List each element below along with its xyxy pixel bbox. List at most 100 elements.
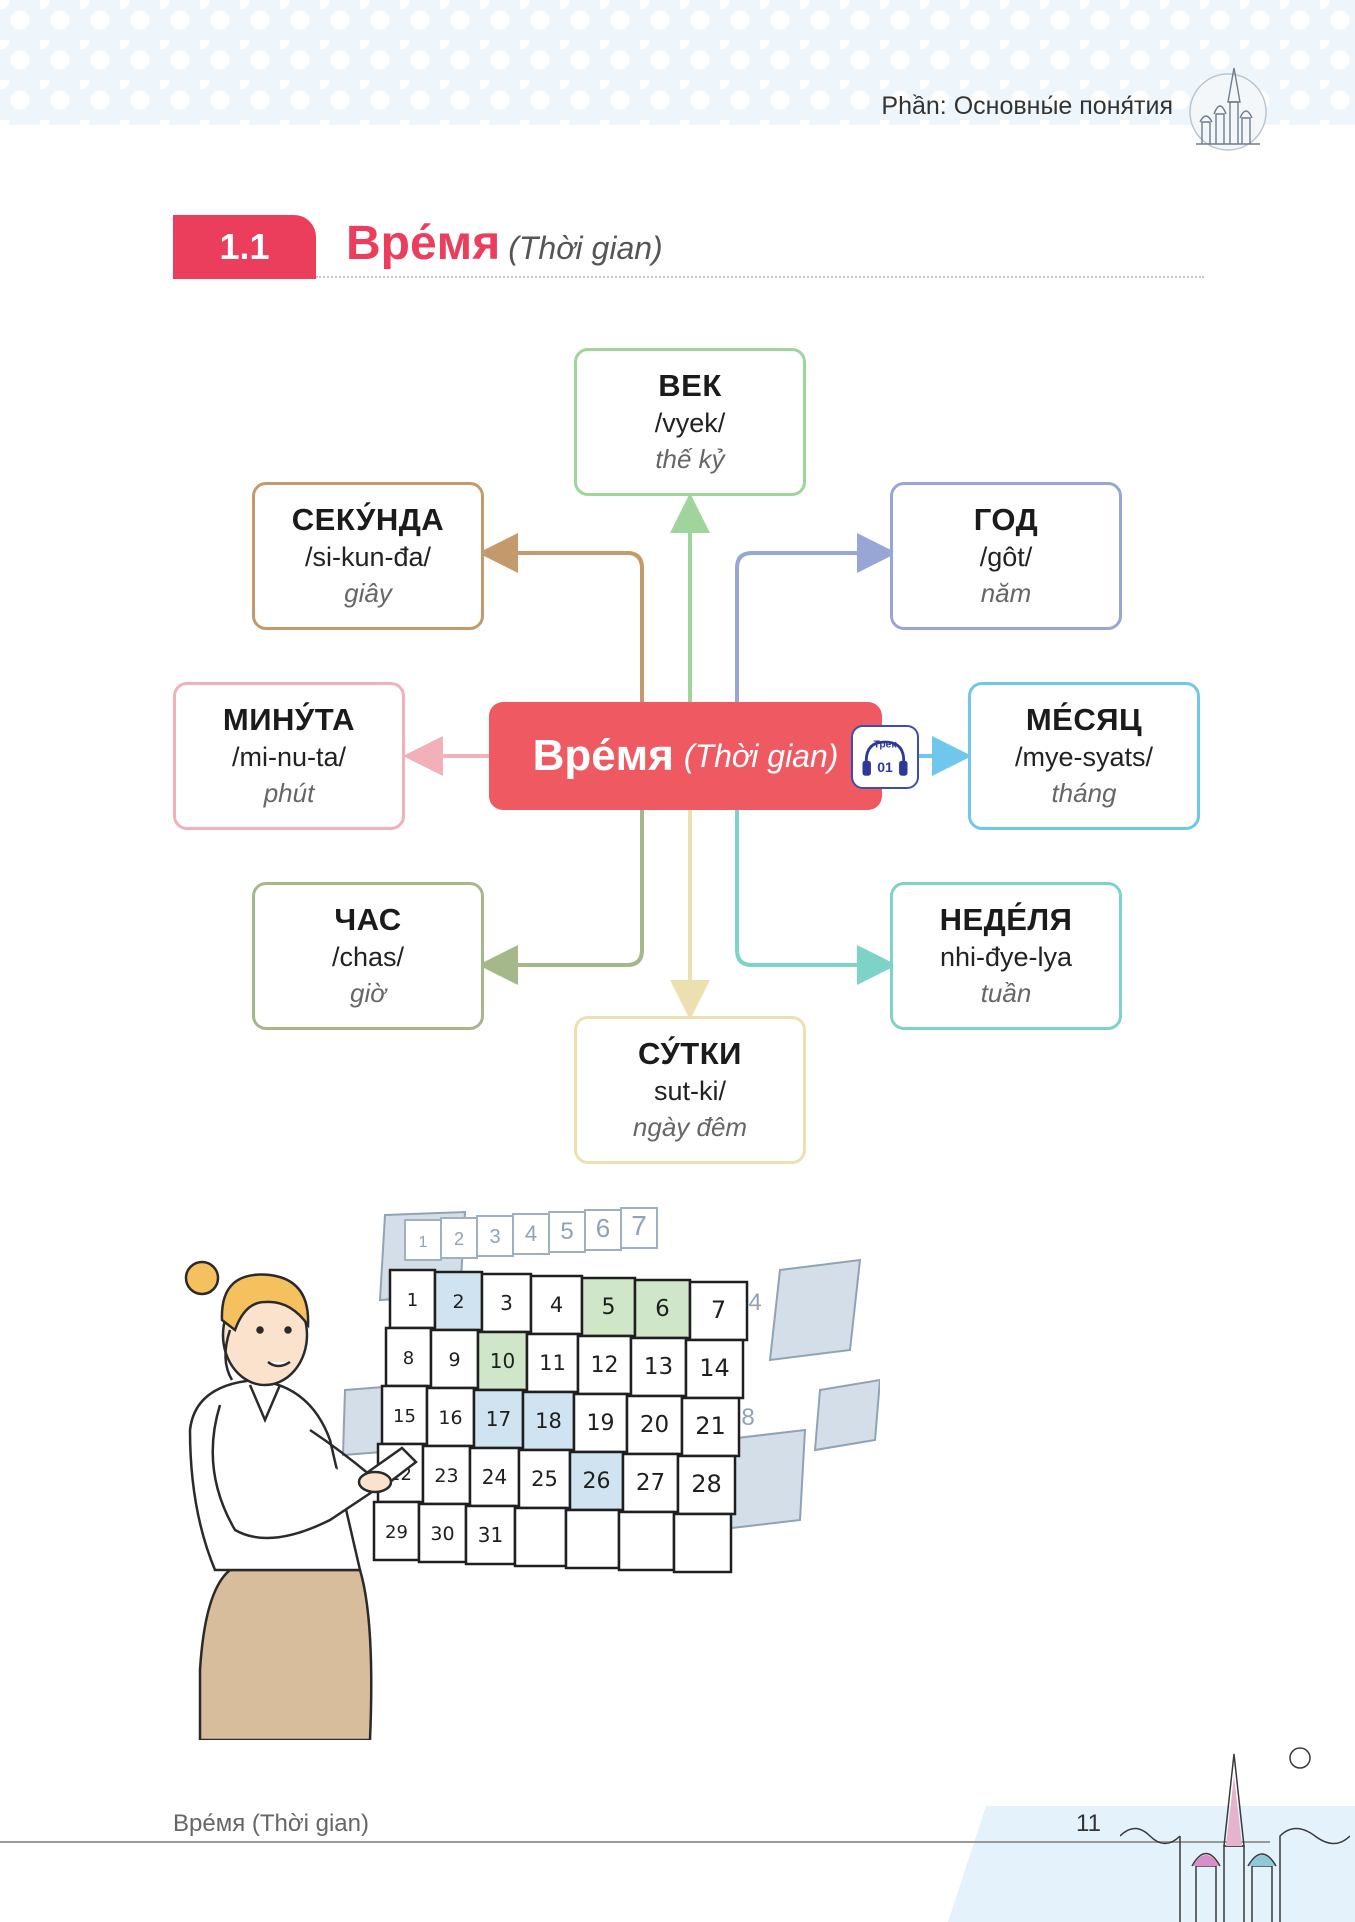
word-russian: МИНУ́ТА — [222, 702, 356, 737]
calendar-cell — [580, 1276, 637, 1338]
calendar-date: 3 — [500, 1291, 513, 1315]
back-calendar-date: 7 — [631, 1210, 647, 1241]
calendar-date: 4 — [550, 1293, 563, 1317]
word-russian: СУ́ТКИ — [638, 1036, 742, 1071]
calendar-cell — [417, 1502, 468, 1564]
word-vietnamese: tháng — [1051, 778, 1117, 808]
calendar-cell — [513, 1506, 568, 1568]
calendar-cell — [521, 1390, 576, 1452]
section-number: 1.1 — [219, 226, 270, 267]
woman-figure — [184, 1260, 418, 1740]
word-card-sutki: СУ́ТКИ sut-ki/ ngày đêm — [574, 1016, 806, 1164]
calendar-cell — [576, 1334, 633, 1396]
word-russian: ЧАС — [334, 902, 402, 937]
word-transliteration: /mi-nu-ta/ — [231, 742, 347, 772]
calendar-cell — [433, 1270, 484, 1332]
calendar-date: 1 — [407, 1290, 418, 1311]
back-calendar-cell — [548, 1211, 586, 1253]
word-transliteration: /vyek/ — [654, 408, 726, 438]
page-number: 11 — [1076, 1810, 1101, 1837]
calendar-cell — [517, 1448, 572, 1510]
calendar-cell — [672, 1512, 733, 1574]
calendar-date: 21 — [695, 1412, 726, 1440]
word-russian: СЕКУ́НДА — [291, 502, 445, 537]
back-calendar-date: 2 — [454, 1229, 464, 1249]
back-calendar-date: 6 — [596, 1213, 610, 1243]
word-vietnamese: phút — [263, 778, 315, 808]
back-calendar-date: 5 — [560, 1218, 573, 1245]
calendar-date: 19 — [587, 1411, 615, 1436]
calendar-date: 26 — [583, 1469, 611, 1494]
word-vietnamese: năm — [980, 578, 1032, 608]
calendar-date: 2 — [452, 1291, 464, 1313]
calendar-date: 17 — [486, 1407, 511, 1431]
calendar-date: 8 — [403, 1348, 414, 1369]
footer-title: Вре́мя (Thời gian) — [173, 1810, 369, 1837]
calendar-cell — [564, 1508, 621, 1570]
kremlin-emblem-icon — [1189, 67, 1267, 151]
calendar-date: 29 — [385, 1522, 408, 1543]
calendar-cell — [372, 1500, 421, 1562]
center-russian: Вре́мя — [532, 731, 674, 780]
calendar-date: 23 — [434, 1465, 458, 1487]
calendar-date: 30 — [430, 1523, 454, 1545]
audio-track-icon[interactable]: Трек 01 — [851, 725, 919, 789]
back-calendar-cell — [620, 1207, 658, 1249]
calendar-date: 9 — [448, 1349, 460, 1371]
track-label: Трек — [873, 740, 897, 751]
calendar-date: 27 — [636, 1470, 665, 1496]
word-card-minuta: МИНУ́ТА /mi-nu-ta/ phút — [173, 682, 405, 830]
back-calendar-cell — [476, 1215, 514, 1257]
calendar-date: 7 — [711, 1296, 726, 1324]
calendar-cell — [633, 1278, 692, 1340]
word-transliteration: /chas/ — [331, 942, 405, 972]
calendar-cell — [676, 1454, 737, 1516]
calendar-date: 31 — [478, 1523, 503, 1547]
word-card-sekunda: СЕКУ́НДА /si-kun-đa/ giây — [252, 482, 484, 630]
connector-chas — [478, 810, 644, 985]
calendar-cell — [684, 1338, 745, 1400]
word-vietnamese: thế kỷ — [655, 444, 725, 474]
calendar-date: 12 — [591, 1353, 619, 1378]
word-russian: МЕ́СЯЦ — [1025, 702, 1143, 737]
word-vietnamese: tuần — [980, 978, 1032, 1008]
calendar-date: 24 — [482, 1465, 507, 1489]
word-vietnamese: giờ — [350, 978, 386, 1008]
track-number: 01 — [877, 759, 893, 775]
header-pattern-band — [0, 0, 1355, 125]
word-card-chas: ЧАС /chas/ giờ — [252, 882, 484, 1030]
calendar-cell — [572, 1392, 629, 1454]
calendar-cell — [472, 1388, 525, 1450]
word-russian: ВЕК — [658, 368, 722, 403]
back-calendar-cell — [584, 1209, 622, 1251]
connector-nedelya — [735, 810, 897, 985]
back-calendar-date: 3 — [489, 1226, 500, 1248]
calendar-date: 16 — [438, 1407, 462, 1429]
calendar-date: 5 — [602, 1295, 616, 1320]
word-transliteration: /si-kun-đa/ — [304, 542, 432, 572]
calendar-date: 14 — [699, 1354, 730, 1382]
word-card-god: ГОД /gôt/ năm — [890, 482, 1122, 630]
section-title-vi: (Thời gian) — [508, 230, 663, 266]
word-transliteration: sut-ki/ — [653, 1076, 726, 1106]
back-calendar-date: 1 — [419, 1234, 428, 1251]
footer-divider — [0, 1841, 1270, 1843]
back-calendar-cell — [404, 1219, 442, 1261]
connector-sekunda — [478, 533, 644, 702]
calendar-cell — [384, 1326, 433, 1388]
floating-paper-sheets — [341, 1210, 880, 1532]
calendar-date: 13 — [644, 1354, 673, 1380]
word-vietnamese: giây — [344, 578, 392, 608]
connector-god — [735, 533, 897, 702]
city-skyline-icon — [1120, 1747, 1350, 1922]
calendar-date: 10 — [490, 1349, 515, 1373]
calendar-cell — [617, 1510, 676, 1572]
calendar-date: 20 — [640, 1412, 669, 1438]
word-transliteration: /gôt/ — [979, 542, 1033, 572]
calendar-cell — [529, 1274, 584, 1336]
word-card-mesyats: МЕ́СЯЦ /mye-syats/ tháng — [968, 682, 1200, 830]
mindmap-center-topic: Вре́мя(Thời gian) — [489, 702, 882, 810]
calendar-date: 28 — [691, 1470, 722, 1498]
